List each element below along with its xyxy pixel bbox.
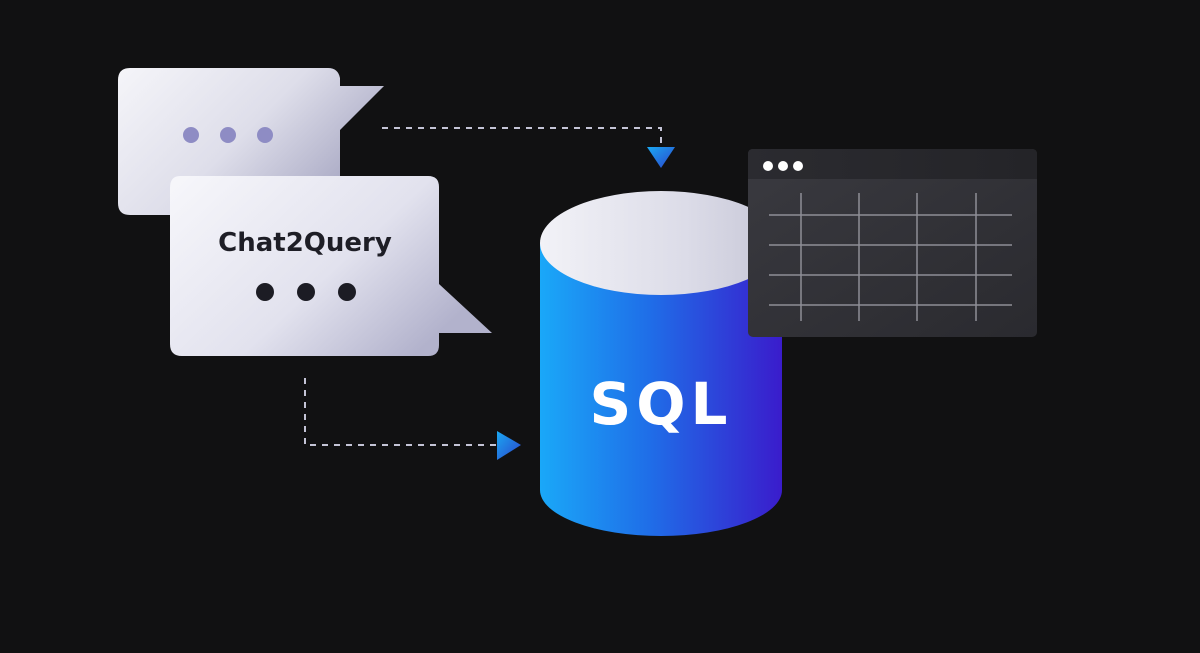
- ellipsis-icon: [183, 127, 273, 143]
- database-cylinder-icon: SQL: [540, 191, 782, 536]
- window-controls: [763, 161, 803, 171]
- ellipsis-icon: [256, 283, 356, 301]
- chat-bubble-front: Chat2Query: [170, 176, 492, 356]
- table-window-icon: [748, 149, 1037, 337]
- arrow-right-icon: [497, 431, 521, 460]
- arrow-down-icon: [647, 147, 675, 168]
- connector-top: [382, 127, 675, 168]
- database-label: SQL: [589, 370, 732, 438]
- connector-bottom: [304, 378, 521, 460]
- chat-bubble-title: Chat2Query: [218, 228, 392, 258]
- table-grid: [769, 193, 1012, 321]
- chat-bubble-icon: [170, 176, 492, 356]
